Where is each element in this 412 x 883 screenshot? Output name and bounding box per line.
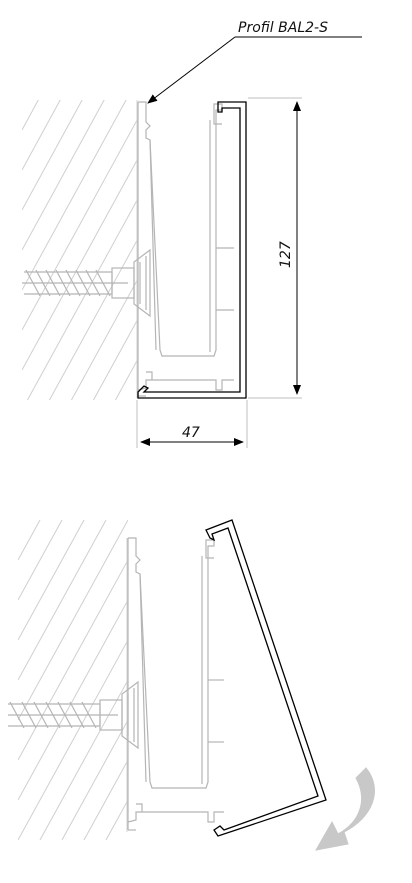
- screw-anchor-top: [22, 248, 151, 318]
- height-dimension: [248, 97, 302, 399]
- width-dimension-label: 47: [182, 425, 200, 441]
- opening-view: [8, 519, 375, 851]
- base-bracket-top: [137, 101, 234, 397]
- screw-anchor-bottom: [8, 680, 139, 750]
- leader-arrow-icon: [147, 36, 362, 104]
- wall-hatch-top: [22, 100, 138, 400]
- cover-profile-opening: [205, 519, 327, 837]
- cover-profile-top: [137, 101, 247, 399]
- mounted-view: Profil BAL2-S 127 47: [22, 20, 362, 448]
- height-dimension-label: 127: [278, 241, 294, 268]
- curved-arrow-down-left-icon: [315, 767, 375, 851]
- width-dimension: [136, 400, 248, 448]
- wall-hatch-bottom: [18, 520, 128, 840]
- base-bracket-bottom: [127, 537, 224, 831]
- profile-name-label: Profil BAL2-S: [238, 20, 328, 36]
